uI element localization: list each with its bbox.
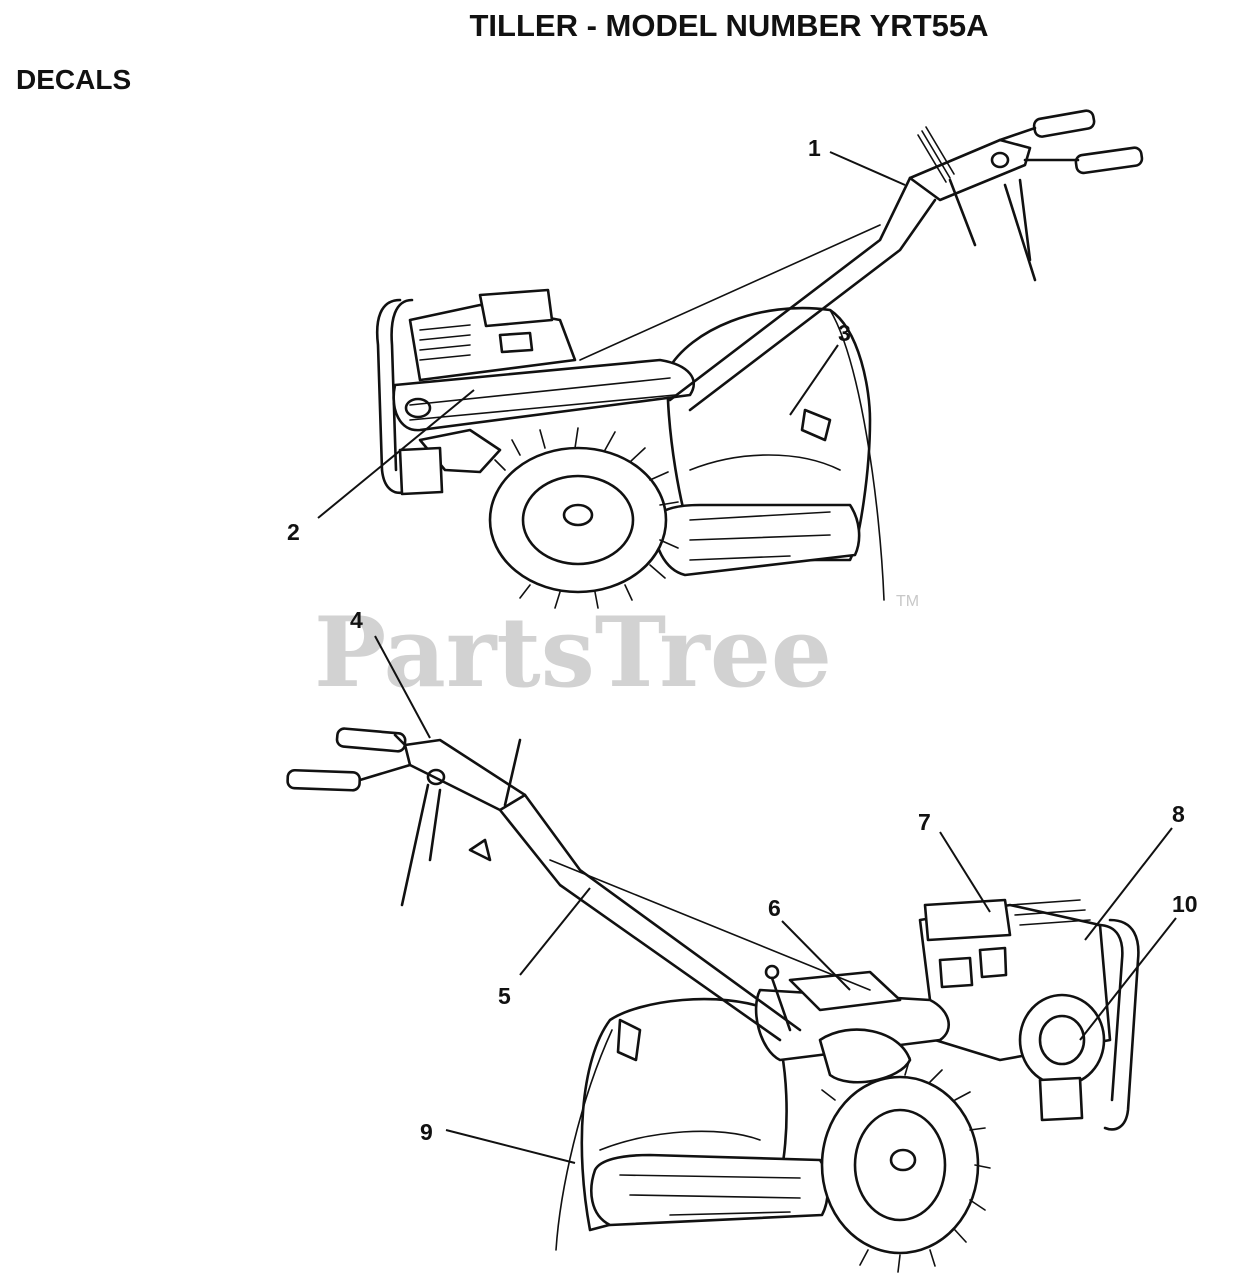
callout-5: 5 xyxy=(498,983,511,1009)
callout-1: 1 xyxy=(808,135,821,161)
callout-6: 6 xyxy=(768,895,781,921)
callout-numbers: 1 2 3 4 5 6 7 8 9 10 xyxy=(287,135,1198,1145)
watermark-trademark: TM xyxy=(896,593,919,610)
callout-10: 10 xyxy=(1172,891,1198,917)
callout-7: 7 xyxy=(918,809,931,835)
section-heading: DECALS xyxy=(16,64,132,95)
tiller-lower-illustration xyxy=(286,727,1140,1273)
watermark-text: PartsTree xyxy=(314,596,832,709)
callout-9: 9 xyxy=(420,1119,433,1145)
callout-4: 4 xyxy=(350,607,363,633)
tiller-upper-illustration xyxy=(375,109,1144,609)
watermark: PartsTree TM xyxy=(314,593,919,709)
callout-8: 8 xyxy=(1172,801,1185,827)
callout-2: 2 xyxy=(287,519,300,545)
page-title: TILLER - MODEL NUMBER YRT55A xyxy=(469,8,989,43)
callout-leaders xyxy=(317,151,1177,1164)
callout-3: 3 xyxy=(838,320,851,346)
